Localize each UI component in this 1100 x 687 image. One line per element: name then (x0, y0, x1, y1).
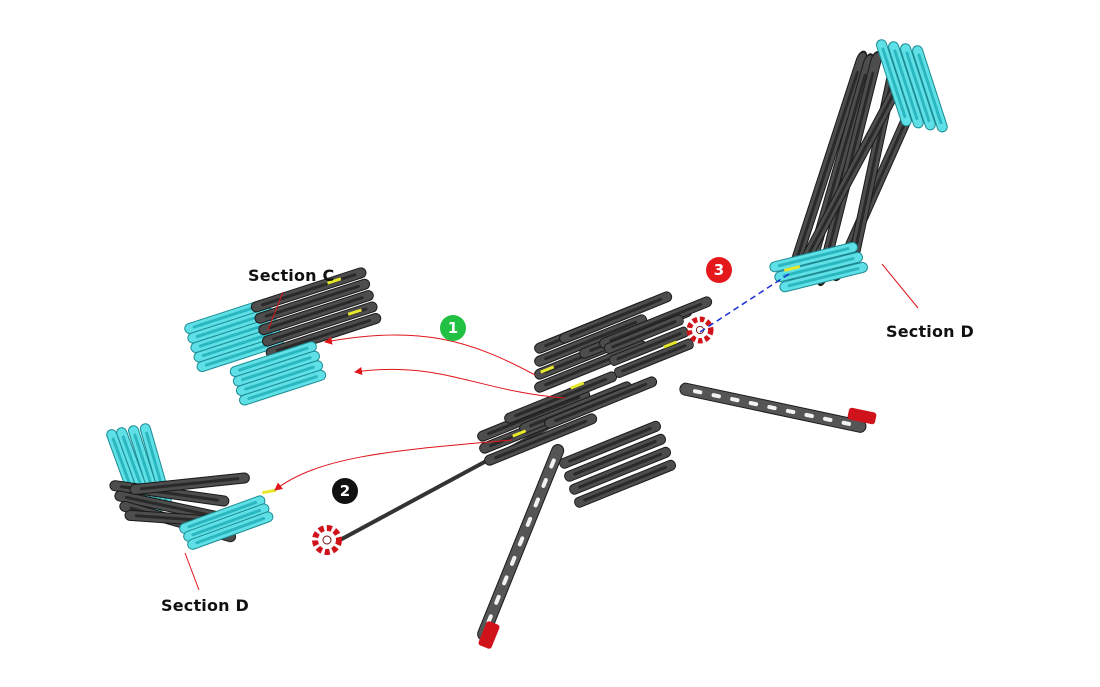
end-cap-right (847, 407, 877, 425)
step-badge-3: 3 (706, 257, 732, 283)
section-c-highlight-top (327, 277, 342, 285)
end-cap-bottom (478, 621, 500, 649)
dashed-guide-step-3 (699, 271, 793, 333)
section-d-right-assembly (768, 37, 950, 294)
main-highlight-1 (540, 365, 555, 374)
main-long-bar-lower-left (475, 442, 567, 643)
gear-connector-left (315, 528, 339, 552)
arrow-step-1-upper (324, 334, 536, 376)
assembly-arrows (274, 334, 566, 491)
section-d-right-leader-line (881, 263, 919, 309)
main-lower-rack (557, 419, 678, 510)
main-assembly (315, 289, 877, 649)
section-d-left-label: Section D (161, 596, 250, 615)
section-c-label: Section C (248, 266, 335, 285)
gear-connector-top (689, 319, 711, 341)
section-d-left-assembly (104, 422, 277, 552)
arrow-step-1-lower (354, 367, 566, 399)
main-highlight-3 (512, 429, 527, 438)
step-badge-2: 2 (332, 478, 358, 504)
main-long-bar-right (678, 381, 868, 434)
section-c-assembly (182, 266, 383, 407)
main-highlight-4 (663, 340, 678, 349)
section-c-leader-line (267, 291, 284, 331)
section-d-left-highlight (261, 488, 277, 495)
step-badge-1: 1 (440, 315, 466, 341)
main-highlight-2 (570, 381, 585, 390)
section-d-right-highlight (783, 265, 801, 272)
section-d-left-leader-line (184, 552, 200, 591)
section-c-highlight-mid (347, 308, 362, 316)
arrow-step-2 (274, 439, 513, 491)
section-d-right-label: Section D (886, 322, 975, 341)
